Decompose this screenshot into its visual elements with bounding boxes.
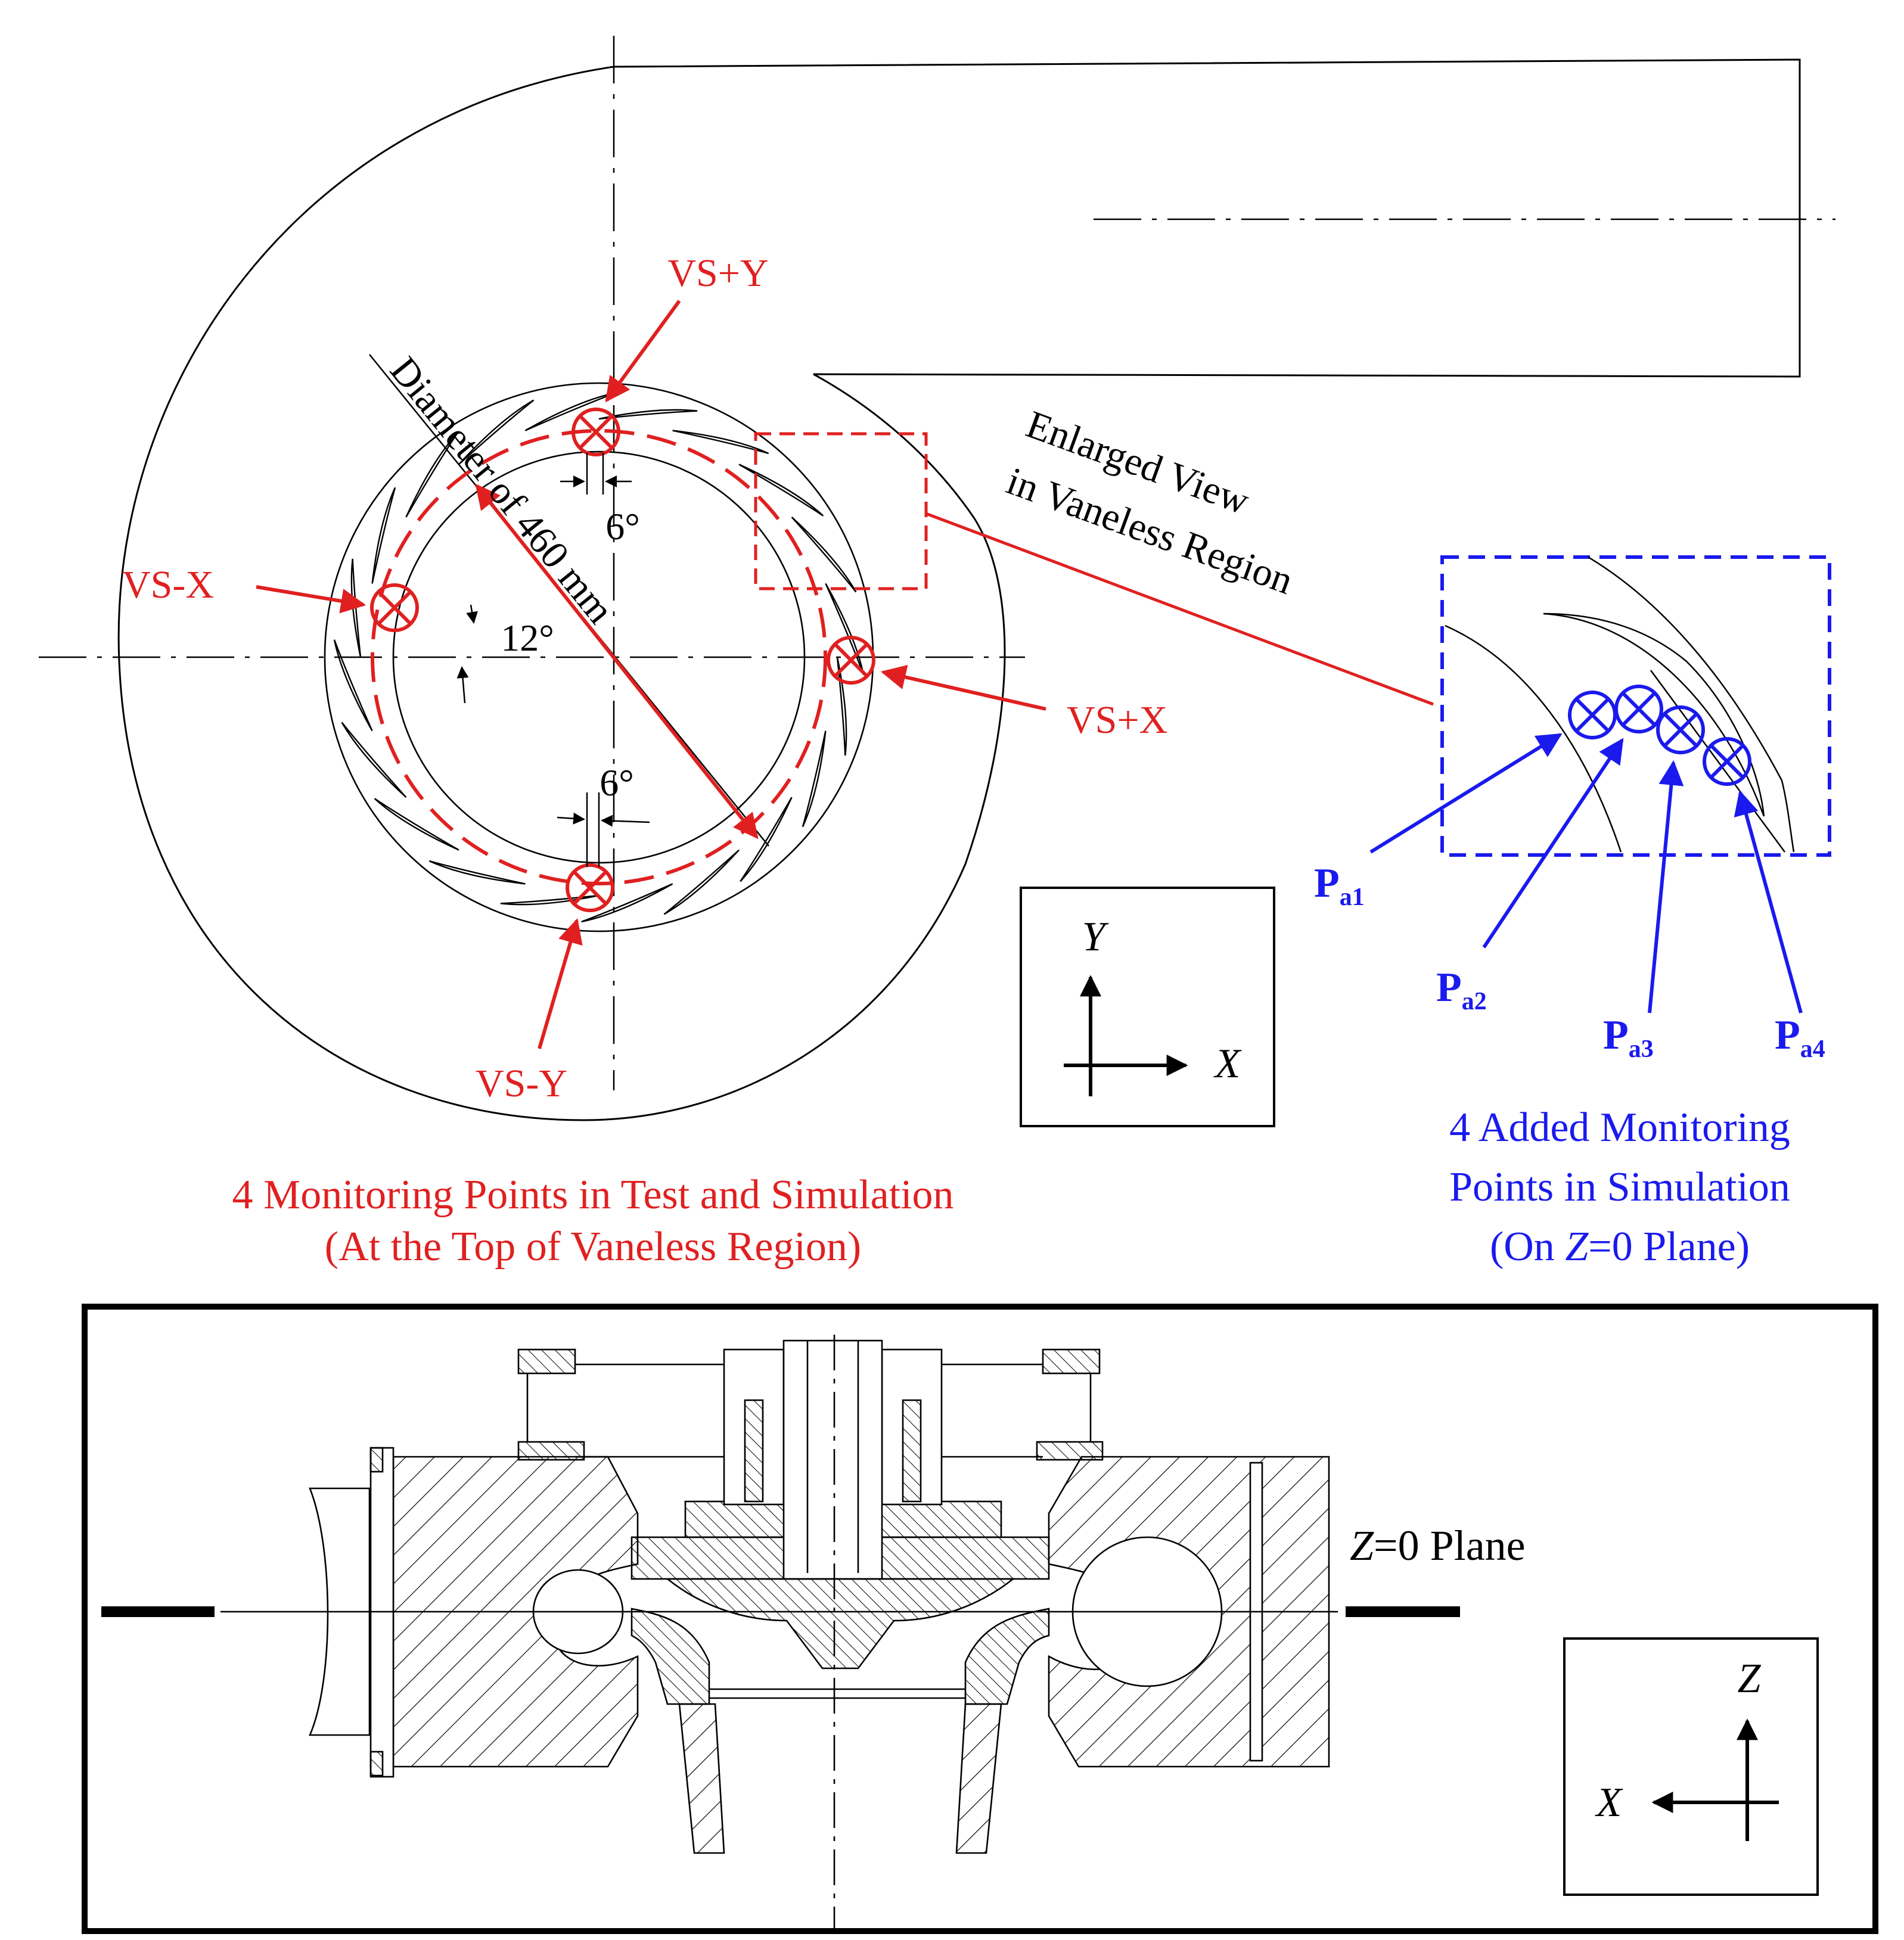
- enlarged-region-box: [754, 432, 928, 590]
- guide-vane: [374, 798, 459, 851]
- guide-vane: [791, 517, 857, 593]
- section-view-drawing: [220, 1335, 1338, 1930]
- guide-vane: [405, 432, 458, 518]
- label-vs-minus-x: VS-X: [122, 563, 214, 607]
- axis-label-y: Y: [1082, 914, 1110, 960]
- z0-plane-label: Z=0 Plane: [1350, 1522, 1526, 1569]
- guide-vane: [740, 797, 793, 882]
- label-vs-plus-x: VS+X: [1067, 698, 1167, 742]
- guide-vane: [581, 883, 673, 923]
- label-pa2: Pa2: [1436, 965, 1487, 1015]
- guide-vane: [836, 657, 847, 756]
- guide-vane: [825, 583, 865, 675]
- enlarged-view: [1369, 555, 1831, 1013]
- label-vs-plus-y: VS+Y: [667, 251, 768, 295]
- xy-axes-legend: [1020, 887, 1275, 1127]
- angle-label-bottom: 6°: [600, 761, 634, 804]
- angle-marks: [456, 453, 650, 867]
- enlarged-leader-line: [925, 512, 1434, 706]
- zx-axes-legend: [1563, 1637, 1819, 1896]
- guide-vane: [371, 487, 396, 584]
- arrow-vs-minus-x: [256, 585, 366, 614]
- vs-plus-x-point: [827, 636, 875, 685]
- guide-vane: [458, 399, 535, 465]
- arrow-pa3: [1648, 760, 1684, 1013]
- arrow-vs-plus-y: [605, 300, 681, 403]
- guide-vane: [350, 558, 362, 658]
- angle-label-top: 6°: [605, 505, 640, 548]
- label-pa4: Pa4: [1775, 1012, 1825, 1063]
- arrow-vs-plus-x: [880, 664, 1046, 711]
- guide-vane: [738, 464, 824, 517]
- label-vs-minus-y: VS-Y: [476, 1062, 567, 1105]
- guide-vane: [500, 894, 600, 906]
- caption-red-line1: 4 Monitoring Points in Test and Simulati…: [232, 1172, 953, 1218]
- diameter-arrow: [475, 483, 759, 840]
- section-view-frame: [82, 1304, 1878, 1934]
- monitoring-circle: [371, 429, 827, 885]
- angle-label-left: 12°: [501, 617, 554, 659]
- arrow-pa2: [1482, 738, 1624, 949]
- guide-vane: [341, 722, 407, 798]
- guide-vane: [428, 860, 526, 885]
- arrow-pa1: [1369, 733, 1563, 854]
- spiral-casing-drawing: [39, 36, 1835, 1121]
- label-pa1: Pa1: [1314, 860, 1365, 911]
- vs-minus-y-point: [566, 863, 614, 912]
- guide-vane: [672, 430, 769, 455]
- arrow-vs-minus-y: [538, 918, 583, 1049]
- axis-label-x-section: X: [1595, 1780, 1624, 1826]
- axis-label-z: Z: [1738, 1656, 1762, 1702]
- diameter-label: Diameter of 460 mm: [381, 349, 622, 632]
- axis-label-x: X: [1213, 1041, 1243, 1087]
- vs-plus-y-point: [571, 408, 620, 456]
- guide-vane: [802, 730, 827, 828]
- caption-blue-line3: (On Z=0 Plane): [1490, 1224, 1750, 1270]
- arrow-pa4: [1734, 789, 1803, 1013]
- guide-vane: [333, 639, 373, 732]
- guide-vane: [663, 849, 740, 915]
- label-pa3: Pa3: [1603, 1012, 1654, 1063]
- vs-minus-x-point: [370, 583, 419, 632]
- guide-vane: [598, 409, 698, 420]
- caption-blue-line1: 4 Added Monitoring: [1449, 1105, 1790, 1151]
- caption-blue-line2: Points in Simulation: [1449, 1164, 1790, 1210]
- caption-red-line2: (At the Top of Vaneless Region): [325, 1224, 861, 1270]
